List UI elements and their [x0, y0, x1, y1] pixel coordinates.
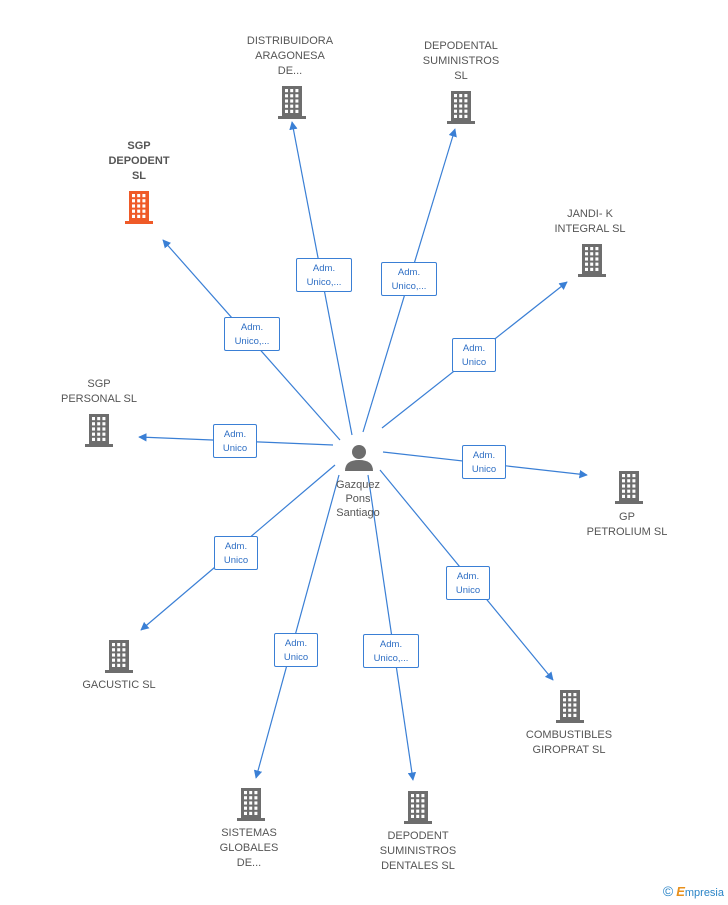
- company-label-sgp-personal[interactable]: SGP PERSONAL SL: [60, 378, 137, 405]
- company-label-sgp-depodent[interactable]: SGP DEPODENT SL: [108, 140, 170, 182]
- building-icon[interactable]: [125, 191, 153, 224]
- building-icon[interactable]: [556, 690, 584, 723]
- edge-sistemas: [253, 474, 340, 779]
- relation-label-depodent-suministros: Adm. Unico,...: [363, 634, 419, 668]
- edge-depodent-suministros: [367, 474, 417, 781]
- relation-label-sgp-personal: Adm. Unico: [213, 424, 257, 458]
- building-icon[interactable]: [615, 471, 643, 504]
- company-label-gp-petrolium[interactable]: GP PETROLIUM SL: [586, 511, 668, 538]
- company-label-combustibles[interactable]: COMBUSTIBLES GIROPRAT SL: [525, 729, 613, 756]
- building-icon[interactable]: [278, 86, 306, 119]
- building-icon[interactable]: [447, 91, 475, 124]
- relation-label-gacustic: Adm. Unico: [214, 536, 258, 570]
- company-label-distribuidora[interactable]: DISTRIBUIDORA ARAGONESA DE...: [246, 35, 334, 77]
- company-label-depodent-suministros[interactable]: DEPODENT SUMINISTROS DENTALES SL: [379, 830, 457, 872]
- company-label-gacustic[interactable]: GACUSTIC SL: [82, 679, 156, 691]
- company-label-depodental[interactable]: DEPODENTAL SUMINISTROS SL: [422, 40, 500, 82]
- relation-label-depodental: Adm. Unico,...: [381, 262, 437, 296]
- building-icon[interactable]: [85, 414, 113, 447]
- building-icon[interactable]: [237, 788, 265, 821]
- copyright-icon: ©: [662, 883, 674, 899]
- building-icon[interactable]: [578, 244, 606, 277]
- relation-label-combustibles: Adm. Unico: [446, 566, 490, 600]
- relation-label-distribuidora: Adm. Unico,...: [296, 258, 352, 292]
- relation-label-gp-petrolium: Adm. Unico: [462, 445, 506, 479]
- brand-logo: © Empresia: [662, 883, 724, 899]
- company-label-sistemas[interactable]: SISTEMAS GLOBALES DE...: [219, 827, 279, 869]
- person-name[interactable]: Gazquez Pons Santiago: [335, 479, 381, 519]
- relation-label-sistemas: Adm. Unico: [274, 633, 318, 667]
- relation-label-jandi: Adm. Unico: [452, 338, 496, 372]
- company-label-jandi[interactable]: JANDI- K INTEGRAL SL: [554, 208, 626, 235]
- person-icon[interactable]: [345, 445, 373, 471]
- relation-label-sgp-depodent: Adm. Unico,...: [224, 317, 280, 351]
- building-icon[interactable]: [105, 640, 133, 673]
- building-icon[interactable]: [404, 791, 432, 824]
